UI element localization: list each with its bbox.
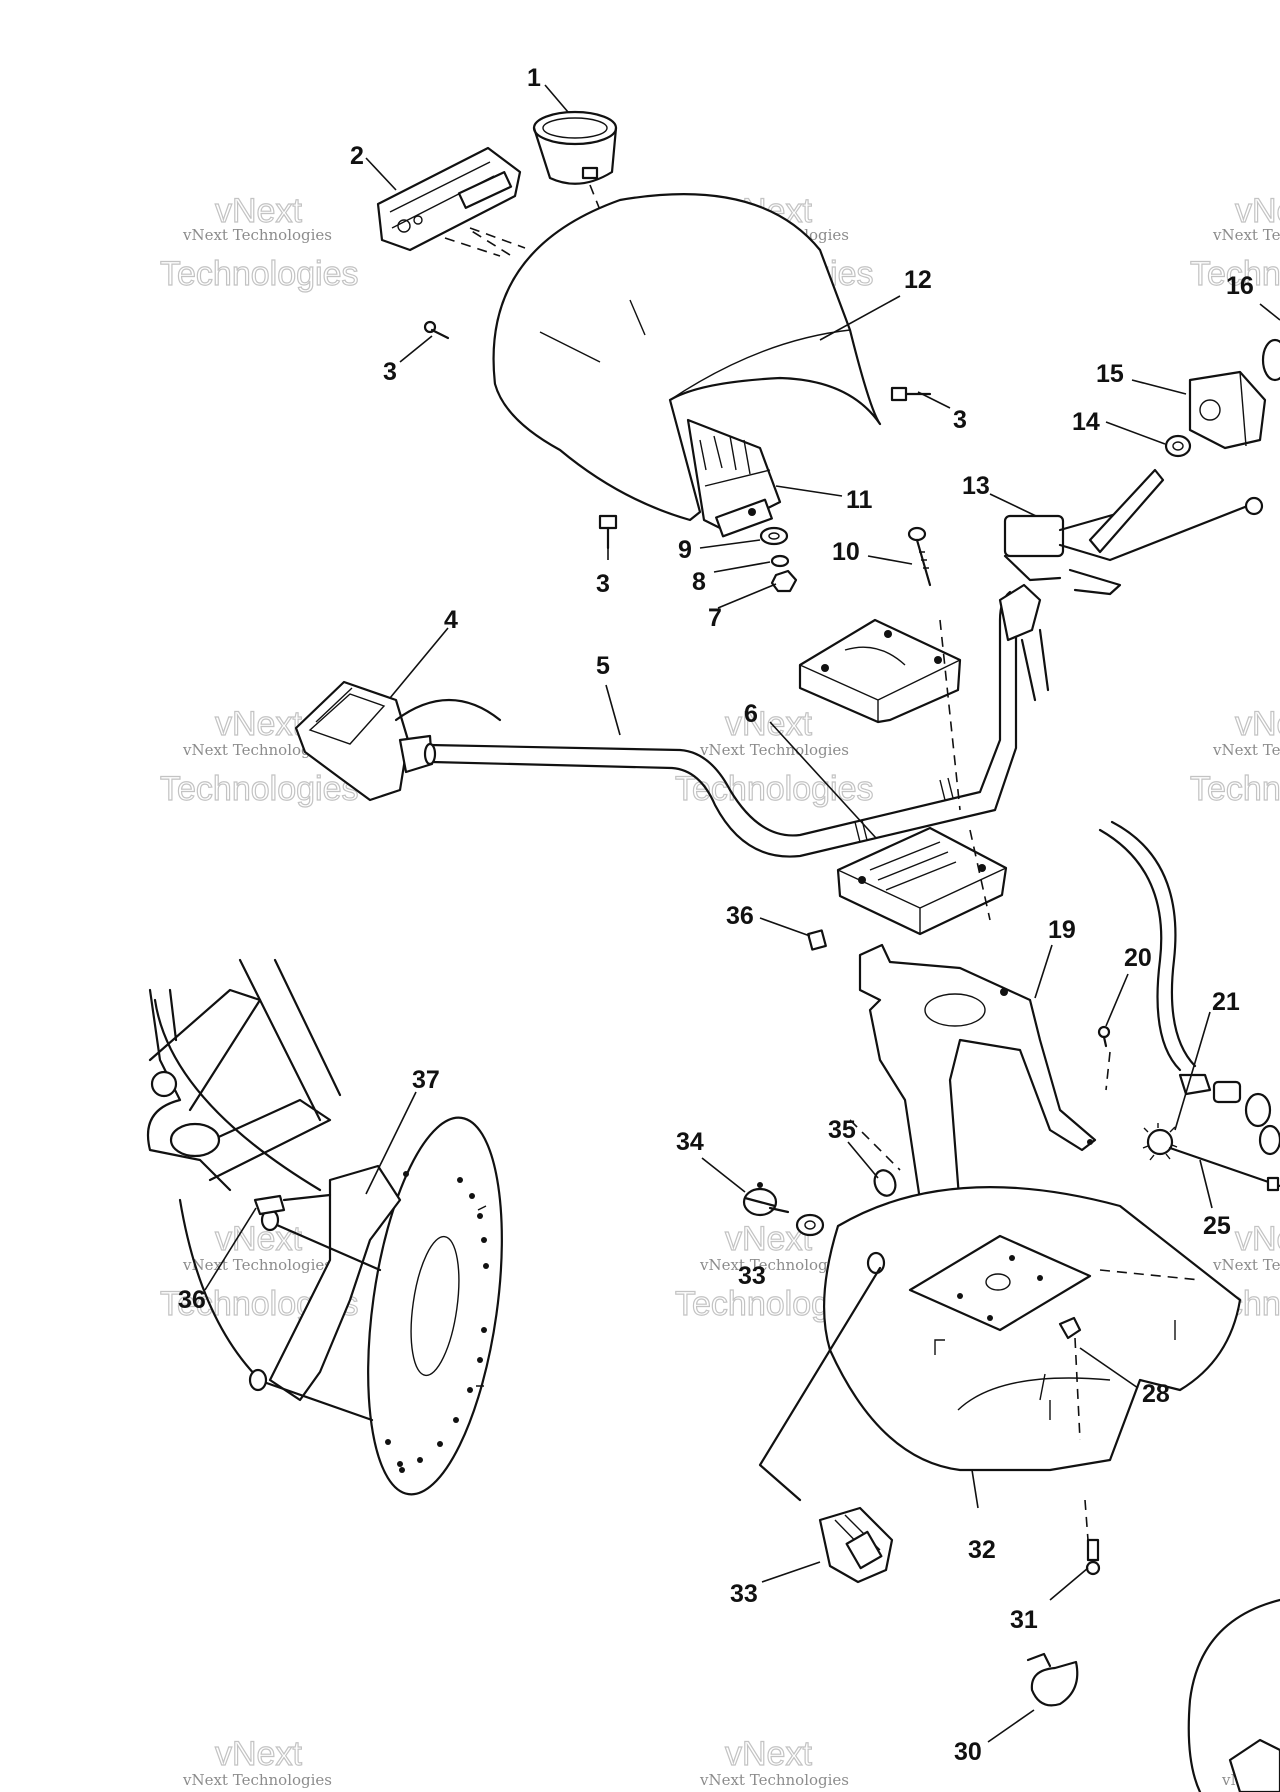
part-6-upper-clamp xyxy=(798,618,962,724)
part-33-indicator-lamp xyxy=(818,1506,894,1584)
part-16-switch-cap xyxy=(1261,338,1280,382)
callout-13: 13 xyxy=(962,472,990,500)
callout-35: 35 xyxy=(828,1116,856,1144)
callout-7: 7 xyxy=(708,604,722,632)
assembly-lines xyxy=(469,229,1201,1541)
callout-20: 20 xyxy=(1124,944,1152,972)
watermark-bottom-left: vNext vNext Technologies xyxy=(182,1734,332,1789)
watermark-top-left: vNext vNext Technologies Technologies xyxy=(159,191,359,293)
watermark-bottom-center: vNext vNext Technologies xyxy=(699,1734,849,1789)
callout-5: 5 xyxy=(596,652,610,680)
watermark-large-text: Technologies xyxy=(160,770,358,808)
watermark-text: vNext Technologies xyxy=(699,1256,849,1274)
callout-21: 21 xyxy=(1212,988,1240,1016)
callout-3-left: 3 xyxy=(383,358,397,386)
callout-30: 30 xyxy=(954,1738,982,1766)
watermark-large-text: Technologies xyxy=(1190,255,1280,293)
part-5-handlebar xyxy=(423,583,1050,858)
watermark-text: vNext Technologies xyxy=(699,741,849,759)
part-7-nut xyxy=(770,569,798,593)
callout-33-bottom: 33 xyxy=(730,1580,758,1608)
callout-8: 8 xyxy=(692,568,706,596)
part-37-brake-caliper-disc xyxy=(146,958,503,1496)
detail-inset-circle xyxy=(1187,1598,1280,1792)
part-11-switch-block xyxy=(686,418,782,538)
watermark-large-text: Technologies xyxy=(160,255,358,293)
part-12-handlebar-cover xyxy=(492,193,882,522)
watermark-text: vNext Technologies xyxy=(182,1256,332,1274)
part-6-lower-clamp xyxy=(836,826,1008,936)
watermark-logo-text: vNext xyxy=(215,1735,302,1773)
watermark-large-text: Technologies xyxy=(1190,770,1280,808)
callout-10: 10 xyxy=(832,538,860,566)
callout-36-left: 36 xyxy=(178,1286,206,1314)
part-3-screw-right xyxy=(890,386,932,402)
part-25-drive-gear xyxy=(1142,1123,1280,1192)
part-10-bolt xyxy=(907,526,932,587)
part-15-right-switch xyxy=(1188,370,1267,450)
watermark-logo-text: vNext xyxy=(1235,705,1280,743)
watermark-logo-text: vNext xyxy=(725,705,812,743)
callout-3-bottom: 3 xyxy=(596,570,610,598)
callout-25: 25 xyxy=(1203,1212,1231,1240)
brake-disc-holes xyxy=(385,1171,489,1473)
part-32-instrument-pod xyxy=(822,1186,1242,1472)
watermark-large-text: Technologies xyxy=(675,770,873,808)
watermark-text: vNext Technologies xyxy=(1212,1256,1280,1274)
callout-4: 4 xyxy=(444,606,458,634)
callout-16: 16 xyxy=(1226,272,1254,300)
part-8-lock-washer xyxy=(770,554,790,568)
watermark-text: vNext Technologies xyxy=(699,1771,849,1789)
callout-37: 37 xyxy=(412,1066,440,1094)
watermark-mid-left: vNext vNext Technologies Technologies xyxy=(159,704,359,808)
callout-34: 34 xyxy=(676,1128,704,1156)
callout-32: 32 xyxy=(968,1536,996,1564)
part-35-grommet xyxy=(795,1169,897,1237)
part-36-clip xyxy=(807,929,827,951)
callout-14: 14 xyxy=(1072,408,1100,436)
part-34-indicator-socket xyxy=(742,1182,790,1217)
part-3-screw-left xyxy=(423,320,450,340)
watermark-text: vNext Technologies xyxy=(1212,226,1280,244)
part-1-indicator-cup xyxy=(532,110,618,211)
callout-33-mid: 33 xyxy=(738,1262,766,1290)
callout-numbers: 1 2 3 3 3 4 5 6 7 8 9 10 11 12 13 14 15 … xyxy=(178,64,1254,1766)
callout-3-right: 3 xyxy=(953,406,967,434)
watermark-logo-text: vNext xyxy=(215,192,302,230)
callout-15: 15 xyxy=(1096,360,1124,388)
callout-9: 9 xyxy=(678,536,692,564)
callout-28: 28 xyxy=(1142,1380,1170,1408)
callout-1: 1 xyxy=(527,64,541,92)
watermark-logo-text: vNext xyxy=(215,705,302,743)
callout-19: 19 xyxy=(1048,916,1076,944)
part-2-headlight-housing xyxy=(376,146,526,257)
watermark-mid-center: vNext vNext Technologies Technologies xyxy=(674,704,874,808)
callout-36-top: 36 xyxy=(726,902,754,930)
watermark-text: vNext Technologies xyxy=(182,1771,332,1789)
watermark-text: vNext Technologies xyxy=(182,226,332,244)
watermark-mid-right: vNext vNext Technologies Technologies xyxy=(1189,704,1280,808)
callout-6: 6 xyxy=(744,700,758,728)
part-13-right-master-cylinder xyxy=(1003,468,1264,596)
speedometer-cable xyxy=(1098,820,1212,1096)
watermark-top-right: vNext vNext Technologies Technologies xyxy=(1189,191,1280,293)
part-14-switch-ring xyxy=(1164,434,1192,458)
callout-11: 11 xyxy=(846,486,873,514)
part-21-cable-nut xyxy=(1212,1080,1280,1156)
callout-31: 31 xyxy=(1010,1606,1038,1634)
callout-2: 2 xyxy=(350,142,364,170)
watermark-text: vNext Technologies xyxy=(182,741,332,759)
part-20-screw xyxy=(1097,1025,1111,1048)
watermark-logo-text: vNext xyxy=(1235,192,1280,230)
watermark-logo-text: vNext xyxy=(725,1735,812,1773)
callout-12: 12 xyxy=(904,266,932,294)
part-4-left-master-cylinder xyxy=(294,680,502,802)
leader-lines xyxy=(204,84,1280,1743)
watermark-text: vNext Technologies xyxy=(1212,741,1280,759)
part-30-clamp xyxy=(1026,1652,1079,1707)
watermark-logo-text: vNext xyxy=(1235,1220,1280,1258)
part-9-washer xyxy=(759,526,789,546)
part-31-screw xyxy=(1085,1538,1101,1576)
